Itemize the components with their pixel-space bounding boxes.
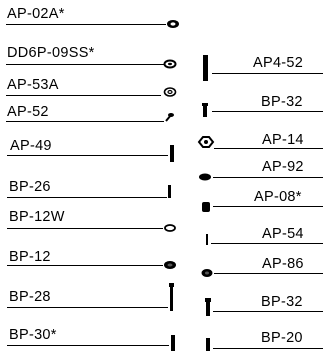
screw-icon xyxy=(202,103,208,117)
nut-icon xyxy=(164,261,176,269)
leader-line xyxy=(7,345,169,347)
leader-line xyxy=(7,197,167,199)
pin-icon xyxy=(170,145,174,162)
leader-line xyxy=(213,311,323,313)
part-label-bp-30: BP-30* xyxy=(9,327,57,343)
part-label-ap-02a: AP-02A* xyxy=(7,6,65,22)
part-label-ap-92: AP-92 xyxy=(262,159,304,175)
hex-nut-icon xyxy=(197,136,215,148)
long-bolt-icon xyxy=(169,283,174,311)
thin-pin-icon xyxy=(206,234,208,245)
leader-line xyxy=(7,155,168,157)
leader-line xyxy=(7,228,163,230)
washer-icon xyxy=(163,87,177,97)
part-label-ap-49: AP-49 xyxy=(10,138,52,154)
part-label-ap-54: AP-54 xyxy=(262,226,304,242)
part-label-bp-28: BP-28 xyxy=(9,289,51,305)
leader-line xyxy=(213,348,323,350)
nut-icon xyxy=(199,173,211,181)
leader-line xyxy=(7,307,168,309)
part-label-ap-53a: AP-53A xyxy=(7,77,59,93)
leader-line xyxy=(212,111,323,113)
part-label-bp-32: BP-32 xyxy=(261,94,303,110)
leader-line xyxy=(214,273,323,275)
small-screw-icon xyxy=(165,113,174,122)
short-bolt-icon xyxy=(206,338,210,351)
part-label-bp-12w: BP-12W xyxy=(9,209,65,225)
leader-line xyxy=(6,24,166,26)
leader-line xyxy=(6,121,164,123)
part-label-ap-52: AP-52 xyxy=(7,104,49,120)
plug-icon xyxy=(202,202,210,212)
leader-line xyxy=(6,64,164,66)
short-bolt-icon xyxy=(171,335,175,351)
leader-line xyxy=(6,95,161,97)
part-label-dd6p-09ss: DD6P-09SS* xyxy=(7,45,95,61)
leader-line xyxy=(7,265,163,267)
leader-line xyxy=(213,206,323,208)
nut-icon xyxy=(201,269,213,277)
o-ring-icon xyxy=(164,224,176,232)
part-label-bp-32-lower: BP-32 xyxy=(261,294,303,310)
part-label-ap-08: AP-08* xyxy=(254,189,302,205)
part-label-ap-86: AP-86 xyxy=(262,256,304,272)
part-label-ap4-52: AP4-52 xyxy=(253,55,304,71)
nut-icon xyxy=(167,20,179,28)
bolt-icon xyxy=(205,298,211,316)
part-label-ap-14: AP-14 xyxy=(262,132,304,148)
leader-line xyxy=(214,148,323,150)
part-label-bp-20: BP-20 xyxy=(261,330,303,346)
leader-line xyxy=(211,243,323,245)
o-ring-icon xyxy=(163,59,177,69)
pin-icon xyxy=(168,185,171,198)
leader-line xyxy=(212,73,323,75)
part-label-bp-12: BP-12 xyxy=(9,249,51,265)
part-label-bp-26: BP-26 xyxy=(9,179,51,195)
leader-line xyxy=(213,177,323,179)
long-pin-icon xyxy=(203,55,208,81)
